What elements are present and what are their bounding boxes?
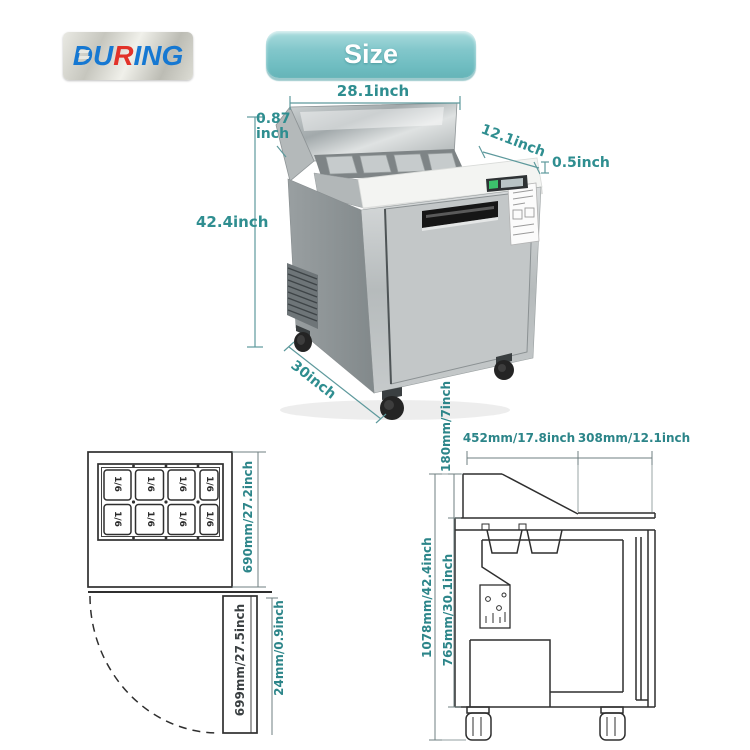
dim-door-thickness: 24mm/0.9inch bbox=[272, 600, 286, 696]
controller-panel bbox=[501, 178, 523, 188]
door-handle-highlight bbox=[426, 206, 494, 218]
vent-grille-slats bbox=[287, 267, 318, 322]
pan-size-label: 1/6 bbox=[177, 476, 187, 492]
pan-size-label: 1/6 bbox=[177, 511, 187, 527]
side-view-body bbox=[454, 473, 656, 741]
top-view-dimension-lines bbox=[232, 451, 278, 735]
side-view-dimension-lines bbox=[429, 451, 653, 741]
logo-text-du: DU bbox=[72, 40, 114, 71]
side-view-casters bbox=[465, 706, 626, 741]
logo-text-ing: ING bbox=[133, 40, 184, 71]
logo-text-r: R bbox=[113, 40, 134, 71]
dim-sideview-total-height: 1078mm/42.4inch bbox=[420, 537, 434, 658]
dim-top-width: 28.1inch bbox=[336, 82, 410, 100]
controller-green-display bbox=[489, 180, 498, 189]
pan-size-label: 1/6 bbox=[204, 511, 214, 527]
pan-size-label: 1/6 bbox=[112, 511, 122, 527]
size-button-label: Size bbox=[343, 39, 399, 69]
top-view-body bbox=[87, 451, 272, 734]
dim-sideview-board-depth: 308mm/12.1inch bbox=[577, 431, 691, 445]
door-handle bbox=[422, 201, 498, 228]
product-photo-illustration bbox=[275, 102, 543, 420]
lid-sheen bbox=[300, 107, 444, 131]
dim-sideview-lid-depth: 452mm/17.8inch bbox=[462, 431, 576, 445]
photo-dimension-lines bbox=[247, 96, 549, 424]
food-pan bbox=[359, 154, 392, 174]
dim-height: 42.4inch bbox=[196, 213, 269, 231]
pan-size-label: 1/6 bbox=[145, 476, 155, 492]
pan-size-label: 1/6 bbox=[112, 476, 122, 492]
door-swing-arc bbox=[89, 595, 220, 734]
door-handle-lip bbox=[422, 217, 498, 231]
dim-lid-thickness: 0.87 inch bbox=[256, 111, 291, 142]
food-pan bbox=[325, 155, 358, 175]
dim-sideview-lid-height: 180mm/7inch bbox=[439, 380, 453, 472]
pan-size-label: 1/6 bbox=[204, 476, 214, 492]
pan-size-label: 1/6 bbox=[145, 511, 155, 527]
dim-sideview-body-height: 765mm/30.1inch bbox=[441, 553, 455, 667]
size-section-button[interactable]: Size bbox=[266, 31, 476, 78]
dim-board-thickness: 0.5inch bbox=[552, 155, 610, 171]
door-gap bbox=[384, 208, 392, 385]
spec-label-text-lines bbox=[512, 189, 535, 236]
dim-topview-width: 690mm/27.2inch bbox=[241, 460, 255, 574]
dim-door-width: 699mm/27.5inch bbox=[233, 603, 247, 717]
